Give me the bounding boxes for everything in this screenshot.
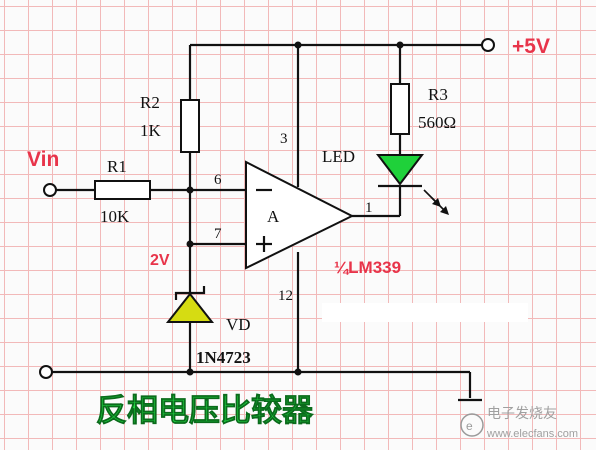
pin-6-label: 6 (214, 172, 222, 188)
terminal-ground (39, 365, 53, 379)
vin-label: Vin (27, 148, 59, 171)
led-icon (375, 154, 425, 186)
ref-voltage-label: 2V (150, 252, 170, 269)
r3-name: R3 (428, 85, 448, 104)
junction-dot (186, 240, 194, 248)
zener-cathode-bar (174, 286, 206, 300)
led-name: LED (322, 147, 355, 166)
watermark-url: www.elecfans.com (486, 428, 578, 440)
pin-12-label: 12 (278, 288, 293, 304)
resistor-r1 (94, 180, 151, 200)
r1-name: R1 (107, 157, 127, 176)
r1-value: 10K (100, 207, 130, 226)
watermark: e 电子发烧友 www.elecfans.com (460, 405, 578, 440)
watermark-logo-glyph: e (466, 419, 473, 433)
r2-value: 1K (140, 121, 162, 140)
comparator-triangle (245, 160, 355, 270)
comparator-name: A (267, 207, 280, 226)
blank-patch (322, 303, 528, 322)
junction-dot (294, 368, 302, 376)
pin-3-label: 3 (280, 131, 288, 147)
led-arrow-head (440, 206, 449, 215)
r3-value: 560Ω (418, 113, 456, 132)
pin-1-label: 1 (365, 200, 373, 216)
resistor-r2 (180, 99, 200, 153)
terminal-5v (481, 38, 495, 52)
resistor-r3 (390, 83, 410, 135)
junction-dot (294, 41, 302, 49)
zener-diode-icon (165, 292, 215, 323)
junction-dot (186, 186, 194, 194)
diagram-title: 反相电压比较器 (96, 393, 314, 428)
ic-label: ¼LM339 (334, 258, 401, 277)
junction-dot (396, 41, 404, 49)
r2-name: R2 (140, 93, 160, 112)
zener-part: 1N4723 (196, 348, 251, 367)
watermark-logo-icon (460, 413, 484, 437)
terminal-vin (43, 183, 57, 197)
supply-label: +5V (512, 35, 550, 58)
junction-dot (186, 368, 194, 376)
watermark-text: 电子发烧友 (487, 405, 557, 421)
zener-name: VD (226, 315, 251, 334)
pin-7-label: 7 (214, 226, 222, 242)
